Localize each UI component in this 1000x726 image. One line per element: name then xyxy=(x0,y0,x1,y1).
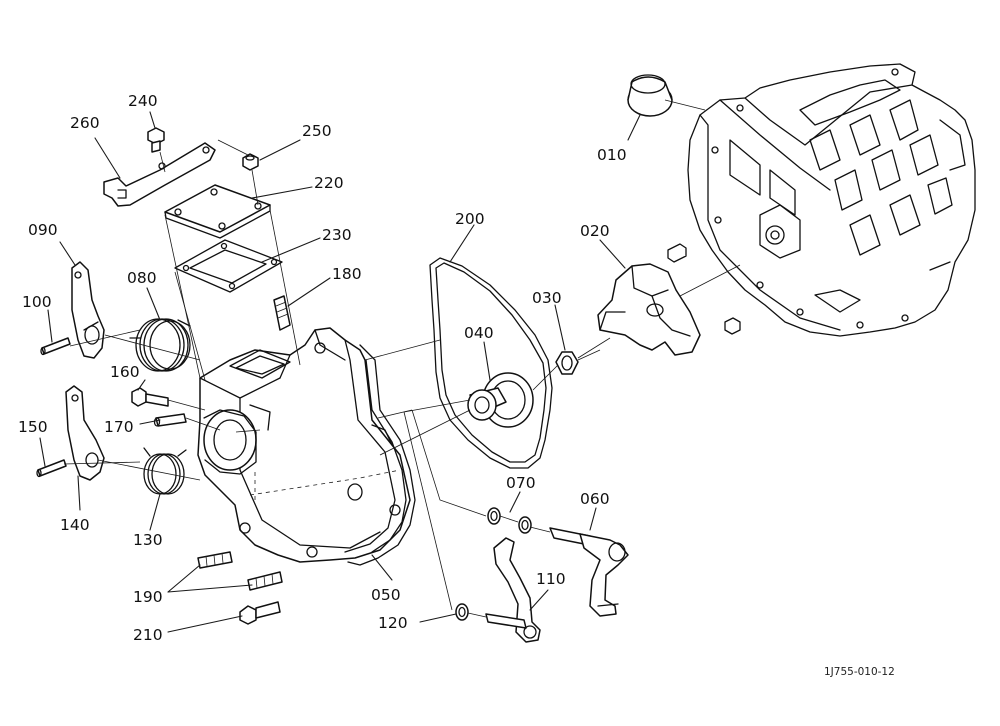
label-210: 210 xyxy=(133,626,163,644)
label-100: 100 xyxy=(22,293,52,311)
transmission-case xyxy=(667,63,976,337)
label-120: 120 xyxy=(378,614,408,632)
part-150-pin xyxy=(36,459,67,478)
label-190: 190 xyxy=(133,588,163,606)
label-260: 260 xyxy=(70,114,100,132)
part-230-gasket xyxy=(174,239,283,293)
part-200-gasket xyxy=(429,257,553,469)
part-110-lever xyxy=(485,537,541,643)
part-130-spring xyxy=(143,447,187,495)
label-160: 160 xyxy=(110,363,140,381)
part-260-bracket xyxy=(103,142,216,207)
part-070-o-rings xyxy=(487,507,532,534)
label-250: 250 xyxy=(302,122,332,140)
gearbox-housing xyxy=(197,327,411,563)
label-220: 220 xyxy=(314,174,344,192)
part-050-side-cover xyxy=(347,344,416,566)
leader-lines xyxy=(39,111,641,633)
label-110: 110 xyxy=(536,570,566,588)
part-240-bolt xyxy=(147,127,165,153)
figure-code: 1J755-010-12 xyxy=(824,666,895,678)
part-190-studs xyxy=(197,551,283,591)
part-180-stud xyxy=(273,295,291,331)
part-120-o-ring xyxy=(455,603,469,621)
label-180: 180 xyxy=(332,265,362,283)
label-060: 060 xyxy=(580,490,610,508)
label-040: 040 xyxy=(464,324,494,342)
label-080: 080 xyxy=(127,269,157,287)
part-090-lever xyxy=(71,261,105,359)
assembly-lines xyxy=(63,139,611,618)
label-150: 150 xyxy=(18,418,48,436)
label-050: 050 xyxy=(371,586,401,604)
label-020: 020 xyxy=(580,222,610,240)
part-220-cover-plate xyxy=(164,184,271,239)
part-250-nut xyxy=(242,153,259,171)
part-020-shift-fork xyxy=(597,263,741,356)
label-090: 090 xyxy=(28,221,58,239)
part-040-cover-shaft xyxy=(467,372,534,428)
label-200: 200 xyxy=(455,210,485,228)
label-130: 130 xyxy=(133,531,163,549)
label-230: 230 xyxy=(322,226,352,244)
label-170: 170 xyxy=(104,418,134,436)
label-030: 030 xyxy=(532,289,562,307)
part-010-plug xyxy=(627,74,706,117)
label-240: 240 xyxy=(128,92,158,110)
part-060-shift-arm xyxy=(549,527,629,617)
part-140-lever xyxy=(65,385,105,481)
label-010: 010 xyxy=(597,146,627,164)
label-140: 140 xyxy=(60,516,90,534)
part-100-pin xyxy=(40,337,71,356)
part-160-bolt xyxy=(131,387,169,407)
label-070: 070 xyxy=(506,474,536,492)
part-030-washer xyxy=(555,349,601,375)
part-labels: 240 260 250 220 230 180 090 100 080 160 … xyxy=(18,92,627,644)
part-080-spring xyxy=(129,318,191,372)
part-170-pin xyxy=(153,413,187,427)
part-210-bolt xyxy=(239,601,281,625)
